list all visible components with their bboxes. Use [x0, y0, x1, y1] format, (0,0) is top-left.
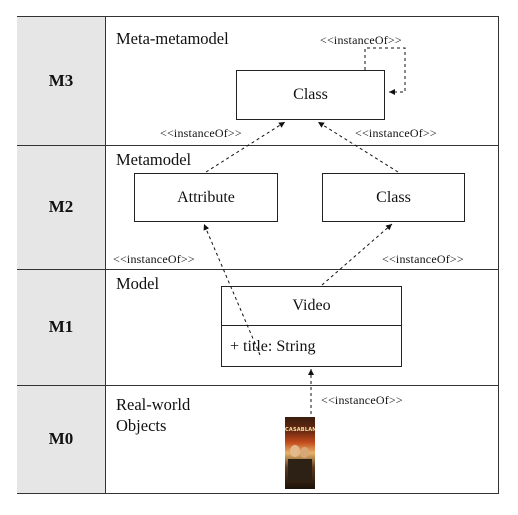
m3-class-box: Class [236, 70, 385, 120]
level-cell-m3: M3 [17, 17, 106, 145]
layer-name-m2: Metamodel [116, 150, 192, 169]
instanceof-label-m1-title: <<instanceOf>> [113, 252, 195, 266]
separator-m1-m0 [17, 385, 499, 386]
level-cell-m0: M0 [17, 385, 106, 493]
instanceof-label-m2-attribute: <<instanceOf>> [160, 126, 242, 140]
separator-m2-m1 [17, 269, 499, 270]
instanceof-label-m0: <<instanceOf>> [321, 393, 403, 407]
layer-name-m1: Model [116, 274, 160, 293]
layer-name-m0-line2: Objects [116, 416, 167, 435]
instanceof-label-m2-class: <<instanceOf>> [355, 126, 437, 140]
m1-video-class-box: Video + title: String [221, 286, 402, 367]
m2-attribute-label: Attribute [177, 188, 235, 206]
poster-title: CASABLANCA [285, 427, 315, 433]
m3-class-label: Class [293, 86, 328, 103]
level-label-m1: M1 [48, 317, 74, 336]
instanceof-label-m1-video: <<instanceOf>> [382, 252, 464, 266]
instanceof-label-m3-self: <<instanceOf>> [320, 33, 402, 47]
layer-name-m0-line1: Real-world [116, 395, 191, 414]
m1-video-name: Video [222, 287, 401, 326]
m2-class-label: Class [376, 188, 411, 206]
level-label-m0: M0 [48, 429, 74, 448]
m2-class-box: Class [322, 173, 465, 222]
level-cell-m1: M1 [17, 269, 106, 385]
level-label-m2: M2 [48, 197, 74, 216]
m2-attribute-box: Attribute [134, 173, 278, 222]
separator-m3-m2 [17, 145, 499, 146]
level-cell-m2: M2 [17, 145, 106, 269]
level-label-m3: M3 [48, 71, 74, 90]
layer-name-m3: Meta-metamodel [116, 29, 229, 48]
m1-video-attribute: + title: String [230, 337, 316, 355]
layer-name-m0: Real-world Objects [116, 394, 190, 436]
casablanca-poster-image: CASABLANCA [285, 417, 315, 489]
